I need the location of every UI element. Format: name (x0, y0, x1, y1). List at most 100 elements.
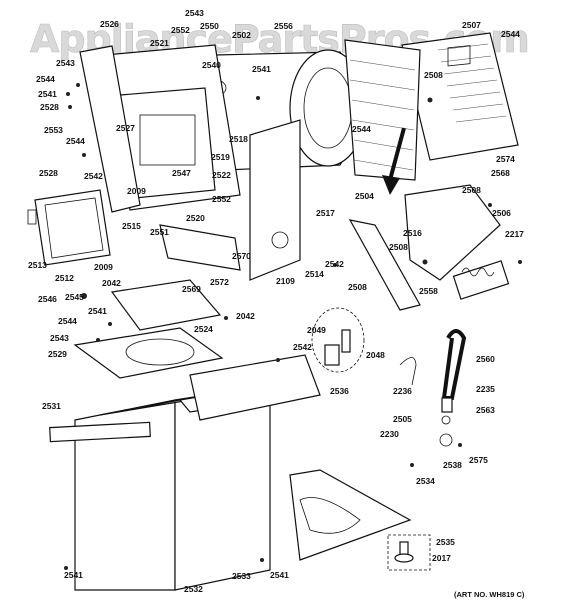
art-number: (ART NO. WH819 C) (454, 590, 525, 599)
part-callout-2518: 2518 (229, 134, 248, 144)
part-callout-2528: 2528 (40, 102, 59, 112)
part-callout-2009: 2009 (94, 262, 113, 272)
part-callout-2546: 2546 (38, 294, 57, 304)
part-callout-2508: 2508 (348, 282, 367, 292)
part-callout-2574: 2574 (496, 154, 515, 164)
part-callout-2575: 2575 (469, 455, 488, 465)
side-panel (249, 119, 301, 281)
part-callout-2563: 2563 (476, 405, 495, 415)
part-callout-2236: 2236 (393, 386, 412, 396)
part-callout-2519: 2519 (211, 152, 230, 162)
leveling-leg (387, 534, 431, 571)
part-callout-2558: 2558 (419, 286, 438, 296)
part-callout-2543: 2543 (50, 333, 69, 343)
part-callout-2235: 2235 (476, 384, 495, 394)
part-callout-2506: 2506 (492, 208, 511, 218)
part-callout-2551: 2551 (150, 227, 169, 237)
rear-panel (401, 32, 519, 161)
rear-bulkhead (344, 39, 421, 181)
drain-hose (439, 329, 467, 447)
part-callout-2528: 2528 (39, 168, 58, 178)
base-top (73, 327, 224, 379)
part-callout-2569: 2569 (182, 284, 201, 294)
part-callout-2543: 2543 (185, 8, 204, 18)
part-callout-2540: 2540 (202, 60, 221, 70)
part-callout-2521: 2521 (150, 38, 169, 48)
top-frame (79, 45, 141, 213)
part-callout-2553: 2553 (44, 125, 63, 135)
part-callout-2505: 2505 (393, 414, 412, 424)
part-callout-2217: 2217 (505, 229, 524, 239)
front-bulkhead (104, 44, 241, 211)
part-callout-2524: 2524 (194, 324, 213, 334)
arrow-indicator (382, 127, 406, 195)
clip (399, 357, 417, 386)
part-callout-2542: 2542 (325, 259, 344, 269)
part-callout-2531: 2531 (42, 401, 61, 411)
part-callout-2042: 2042 (236, 311, 255, 321)
part-callout-2527: 2527 (116, 123, 135, 133)
part-callout-2568: 2568 (491, 168, 510, 178)
part-callout-2536: 2536 (330, 386, 349, 396)
part-callout-2542: 2542 (84, 171, 103, 181)
drum (197, 49, 367, 171)
part-callout-2541: 2541 (64, 570, 83, 580)
part-callout-2544: 2544 (66, 136, 85, 146)
part-callout-2109: 2109 (276, 276, 295, 286)
part-callout-2552: 2552 (171, 25, 190, 35)
door (27, 189, 111, 266)
part-callout-2522: 2522 (212, 170, 231, 180)
part-callout-2538: 2538 (443, 460, 462, 470)
part-callout-2544: 2544 (501, 29, 520, 39)
heater-duct (348, 184, 510, 311)
part-callout-2514: 2514 (305, 269, 324, 279)
part-callout-2532: 2532 (184, 584, 203, 594)
part-callout-2513: 2513 (28, 260, 47, 270)
part-callout-2572: 2572 (210, 277, 229, 287)
part-callout-2560: 2560 (476, 354, 495, 364)
part-callout-2049: 2049 (307, 325, 326, 335)
part-callout-2556: 2556 (274, 21, 293, 31)
part-callout-2508: 2508 (424, 70, 443, 80)
part-callout-2542: 2542 (293, 342, 312, 352)
part-callout-2520: 2520 (186, 213, 205, 223)
part-callout-2230: 2230 (380, 429, 399, 439)
part-callout-2512: 2512 (55, 273, 74, 283)
part-callout-2502: 2502 (232, 30, 251, 40)
base-pan (289, 469, 412, 561)
part-callout-2504: 2504 (355, 191, 374, 201)
part-callout-2541: 2541 (38, 89, 57, 99)
part-callout-2541: 2541 (88, 306, 107, 316)
part-callout-2544: 2544 (36, 74, 55, 84)
part-callout-2042: 2042 (102, 278, 121, 288)
cabinet (49, 384, 271, 591)
part-callout-2541: 2541 (270, 570, 289, 580)
part-callout-2533: 2533 (232, 571, 251, 581)
part-callout-2550: 2550 (200, 21, 219, 31)
part-callout-2507: 2507 (462, 20, 481, 30)
part-callout-2508: 2508 (462, 185, 481, 195)
part-callout-2535: 2535 (436, 537, 455, 547)
part-callout-2534: 2534 (416, 476, 435, 486)
lint-cover (159, 224, 241, 271)
part-callout-2547: 2547 (172, 168, 191, 178)
part-callout-2009: 2009 (127, 186, 146, 196)
part-callout-2508: 2508 (389, 242, 408, 252)
part-callout-2541: 2541 (252, 64, 271, 74)
part-callout-2017: 2017 (432, 553, 451, 563)
right-side-panel (189, 354, 321, 421)
part-callout-2570: 2570 (232, 251, 251, 261)
part-callout-2544: 2544 (58, 316, 77, 326)
part-callout-2048: 2048 (366, 350, 385, 360)
part-callout-2517: 2517 (316, 208, 335, 218)
part-callout-2552: 2552 (212, 194, 231, 204)
part-callout-2515: 2515 (122, 221, 141, 231)
screws (64, 83, 522, 570)
part-callout-2545: 2545 (65, 292, 84, 302)
part-callout-2526: 2526 (100, 19, 119, 29)
part-callout-2544: 2544 (352, 124, 371, 134)
part-callout-2543: 2543 (56, 58, 75, 68)
top-cover (110, 279, 222, 331)
